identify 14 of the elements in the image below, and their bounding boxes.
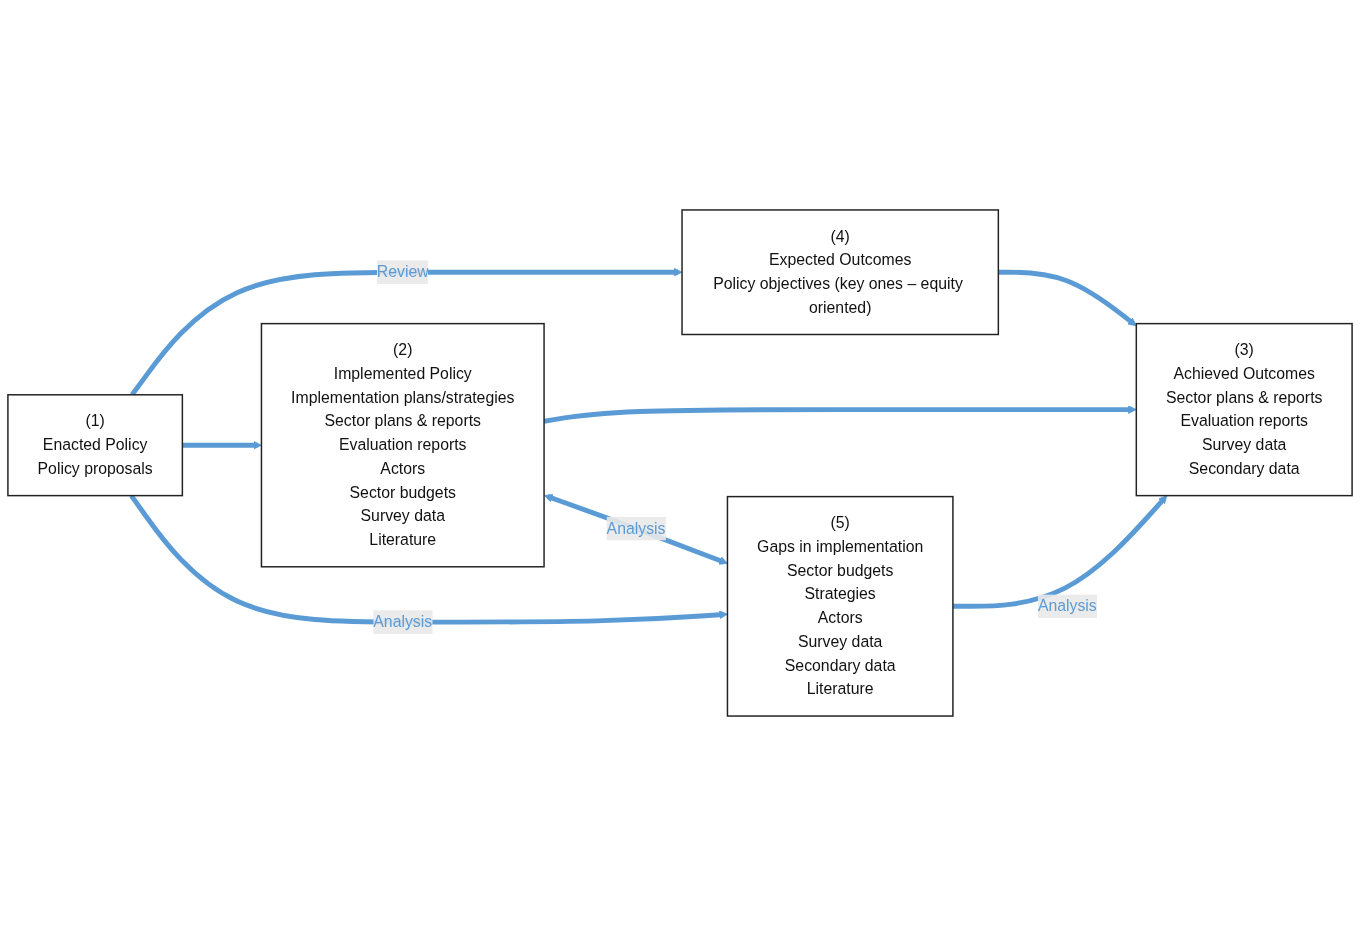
arrow [998, 269, 1137, 327]
node-box: (1) Enacted Policy Policy proposals [7, 394, 184, 497]
arrow [952, 495, 1168, 609]
node-box: (5) Gaps in implementation Sector budgets Strategies Actors Survey data Secondary data Literature [726, 495, 954, 717]
node-box: (3) Achieved Outcomes Sector plans & reports Evaluation reports Survey data Secondary data [1135, 322, 1353, 497]
node-box: (4) Expected Outcomes Policy objectives (key ones – equity oriented) [681, 209, 1000, 336]
edge-label: Analysis [606, 519, 666, 537]
arrow [129, 494, 728, 625]
arrow [182, 440, 262, 450]
edge-label: Analysis [1037, 597, 1097, 615]
arrow [544, 494, 728, 565]
edge-label: Review [376, 263, 429, 281]
node-box: (2) Implemented Policy Implementation plans/strategies Sector plans & reports Evaluation reports Actors Sector budgets Survey data Literature [260, 322, 545, 568]
edge-label: Analysis [373, 613, 433, 631]
